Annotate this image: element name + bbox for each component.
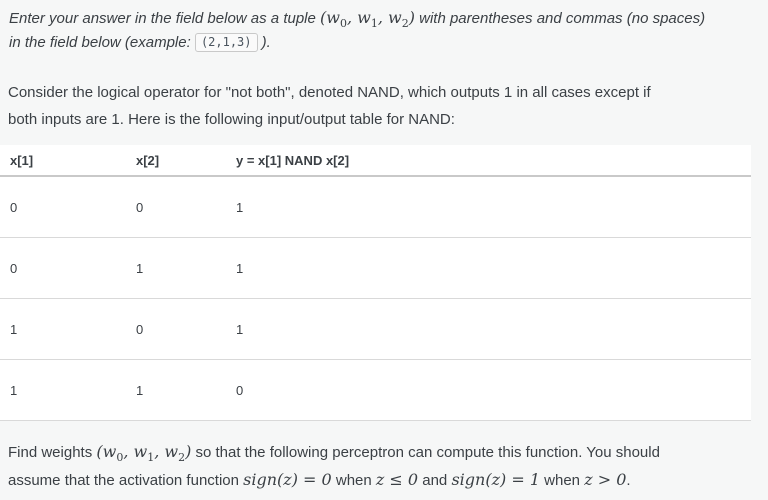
- text-segment: assume that the activation function: [8, 472, 244, 489]
- text-segment: ).: [257, 34, 271, 51]
- question-description: Consider the logical operator for "not b…: [8, 79, 748, 133]
- table-row: 0 1 1: [0, 238, 751, 299]
- text-segment: Enter your answer in the field below as …: [9, 10, 321, 27]
- nand-truth-table: x[1] x[2] y = x[1] NAND x[2] 0 0 1 0 1 1…: [0, 145, 751, 421]
- cell-y: 0: [236, 382, 244, 398]
- cell-x1: 1: [10, 321, 18, 337]
- text-segment: in the field below (example:: [9, 34, 195, 51]
- math-expression: (w0, w1, w2): [96, 442, 192, 465]
- text-segment: .: [626, 472, 631, 489]
- text-segment: Find weights: [8, 444, 97, 461]
- cell-y: 1: [236, 199, 244, 215]
- text-segment: so that the following perceptron can com…: [191, 444, 660, 461]
- cell-x2: 1: [136, 260, 144, 276]
- math-expression: (w0, w1, w2): [320, 8, 415, 31]
- math-expression: z ≤ 0: [375, 470, 419, 489]
- table-header-row: x[1] x[2] y = x[1] NAND x[2]: [0, 145, 751, 177]
- cell-x2: 0: [136, 321, 144, 337]
- cell-x2: 0: [136, 199, 144, 215]
- text-segment: Consider the logical operator for "not b…: [8, 84, 651, 101]
- inline-code-example: (2,1,3): [194, 33, 258, 52]
- cell-x1: 1: [10, 382, 18, 398]
- column-header-y: y = x[1] NAND x[2]: [236, 152, 350, 168]
- answer-format-instructions: Enter your answer in the field below as …: [9, 6, 758, 55]
- weights-question: Find weights (w0, w1, w2) so that the fo…: [8, 438, 748, 494]
- text-segment: when: [331, 472, 376, 489]
- text-segment: both inputs are 1. Here is the following…: [8, 111, 455, 128]
- math-expression: sign(z) = 1: [451, 470, 540, 489]
- cell-y: 1: [236, 321, 244, 337]
- cell-x1: 0: [10, 260, 18, 276]
- table-row: 0 0 1: [0, 177, 751, 238]
- table-row: 1 1 0: [0, 360, 751, 421]
- text-segment: with parentheses and commas (no spaces): [414, 10, 706, 27]
- cell-x1: 0: [10, 199, 18, 215]
- column-header-x1: x[1]: [10, 152, 34, 168]
- cell-x2: 1: [136, 382, 144, 398]
- math-expression: z > 0: [584, 470, 627, 489]
- cell-y: 1: [236, 260, 244, 276]
- text-segment: when: [540, 472, 585, 489]
- table-row: 1 0 1: [0, 299, 751, 360]
- column-header-x2: x[2]: [136, 152, 160, 168]
- math-expression: sign(z) = 0: [243, 470, 332, 489]
- text-segment: and: [418, 472, 452, 489]
